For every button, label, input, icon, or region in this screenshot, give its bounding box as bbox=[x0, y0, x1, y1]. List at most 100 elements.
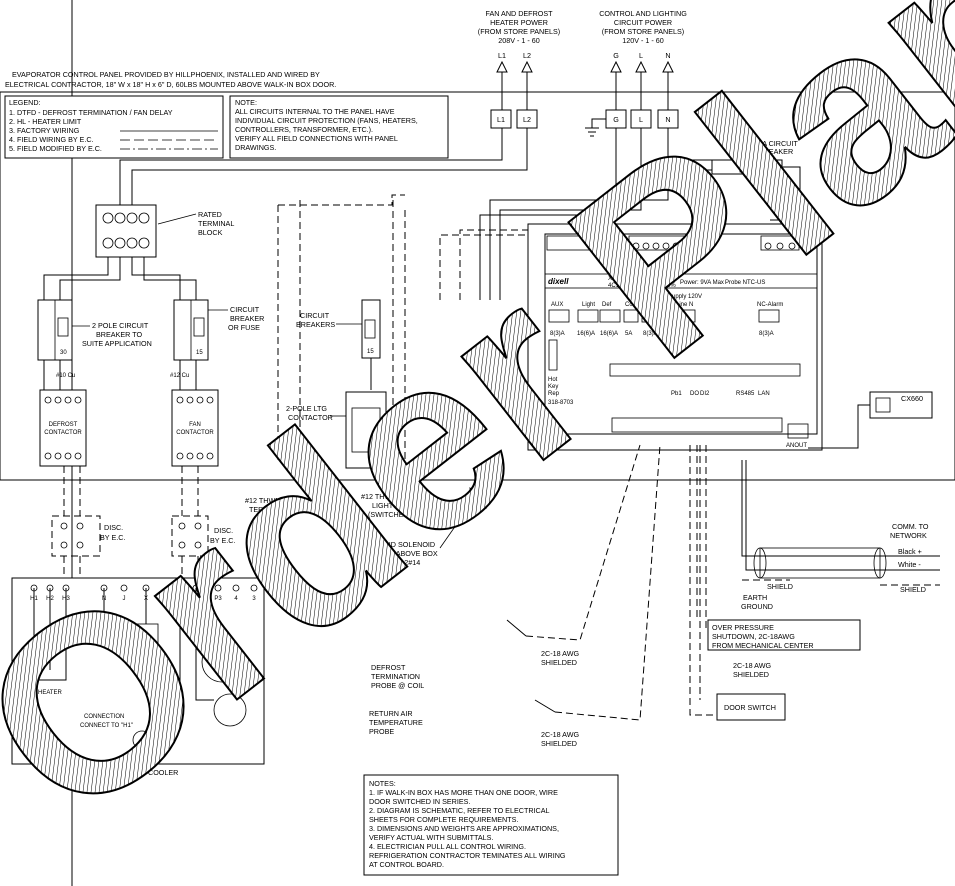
svg-text:VERIFY ALL FIELD CONNECTIONS W: VERIFY ALL FIELD CONNECTIONS WITH PANEL bbox=[235, 134, 398, 143]
svg-text:DOOR SWITCHED IN SERIES.: DOOR SWITCHED IN SERIES. bbox=[369, 797, 470, 806]
lighting-contactor: 2-POLE LTG CONTACTOR bbox=[286, 391, 387, 469]
svg-text:BREAKER: BREAKER bbox=[759, 147, 793, 156]
svg-text:2. HL - HEATER LIMIT: 2. HL - HEATER LIMIT bbox=[9, 117, 82, 126]
svg-text:4: 4 bbox=[234, 596, 238, 602]
over-pressure-box: OVER PRESSURE SHUTDOWN, 2C-18AWG FROM ME… bbox=[707, 619, 861, 651]
two-pole-breaker-right: 15 CIRCUIT BREAKER OR FUSE bbox=[173, 299, 264, 361]
svg-text:DEFROST: DEFROST bbox=[371, 663, 406, 672]
svg-text:N: N bbox=[665, 115, 670, 124]
svg-text:HEATER POWER: HEATER POWER bbox=[490, 18, 548, 27]
disconnect-left: DISC. BY E.C. bbox=[51, 515, 125, 557]
svg-text:FAN: FAN bbox=[221, 658, 233, 664]
svg-text:318-8703: 318-8703 bbox=[548, 400, 574, 406]
svg-text:FAN AND DEFROST: FAN AND DEFROST bbox=[485, 9, 553, 18]
svg-text:2C-18 AWG: 2C-18 AWG bbox=[541, 730, 579, 739]
svg-text:OVER PRESSURE: OVER PRESSURE bbox=[712, 623, 774, 632]
svg-text:L: L bbox=[639, 51, 643, 60]
svg-text:Comp: Comp bbox=[625, 302, 642, 308]
svg-text:dixell: dixell bbox=[548, 277, 569, 286]
svg-text:8(3)A: 8(3)A bbox=[643, 331, 658, 337]
svg-text:16(6)A: 16(6)A bbox=[577, 331, 595, 337]
supply-terminals: L1 L2 G L N bbox=[496, 51, 674, 110]
svg-text:Def: Def bbox=[602, 302, 612, 308]
fan-contactor: FAN CONTACTOR bbox=[171, 389, 219, 467]
svg-text:CX660: CX660 bbox=[901, 394, 923, 403]
svg-text:SUITE APPLICATION: SUITE APPLICATION bbox=[82, 339, 152, 348]
solenoid-label: LIQUID SOLENOID VALVE ABOVE BOX 120 VAC,… bbox=[372, 486, 487, 567]
svg-text:TERMINAL: TERMINAL bbox=[198, 219, 234, 228]
svg-text:15: 15 bbox=[367, 349, 374, 355]
svg-text:NETWORK: NETWORK bbox=[890, 531, 927, 540]
door-switch: DOOR SWITCH bbox=[716, 693, 786, 721]
door-switch-awg: 2C-18 AWG SHIELDED bbox=[733, 661, 771, 679]
svg-text:SHIELD: SHIELD bbox=[900, 585, 926, 594]
svg-text:RS485: RS485 bbox=[736, 391, 755, 397]
svg-text:2. DIAGRAM IS SCHEMATIC, REFE: 2. DIAGRAM IS SCHEMATIC, REFER TO ELECTR… bbox=[369, 806, 550, 815]
svg-text:PROBE @ COIL: PROBE @ COIL bbox=[371, 681, 424, 690]
svg-text:CONTACTOR: CONTACTOR bbox=[44, 430, 82, 436]
control-lighting-supply-label: CONTROL AND LIGHTING CIRCUIT POWER (FROM… bbox=[599, 9, 687, 45]
svg-text:8(3)A: 8(3)A bbox=[550, 331, 565, 337]
svg-text:DO: DO bbox=[690, 391, 699, 397]
svg-text:Probe NTC-US: Probe NTC-US bbox=[725, 280, 765, 286]
svg-text:DOOR SWITCH: DOOR SWITCH bbox=[724, 703, 776, 712]
svg-text:DISC.: DISC. bbox=[104, 523, 123, 532]
fan-defrost-supply-label: FAN AND DEFROST HEATER POWER (FROM STORE… bbox=[478, 9, 560, 45]
svg-text:Key: Key bbox=[548, 384, 558, 390]
svg-text:8(3)A: 8(3)A bbox=[759, 331, 774, 337]
svg-text:Fan: Fan bbox=[643, 302, 653, 308]
svg-text:Power: 9VA Max: Power: 9VA Max bbox=[680, 280, 724, 286]
defrost-probe: DEFROST TERMINATION PROBE @ COIL 2C-18 A… bbox=[371, 444, 641, 690]
svg-text:White -: White - bbox=[898, 560, 921, 569]
svg-text:BREAKER: BREAKER bbox=[230, 314, 264, 323]
svg-text:Black +: Black + bbox=[898, 547, 922, 556]
svg-text:HEATER: HEATER bbox=[38, 690, 63, 696]
svg-text:Light: Light bbox=[582, 302, 595, 308]
svg-text:RETURN AIR: RETURN AIR bbox=[369, 709, 413, 718]
svg-text:2 POLE CIRCUIT: 2 POLE CIRCUIT bbox=[92, 321, 149, 330]
svg-text:G: G bbox=[613, 115, 619, 124]
svg-text:SHUTDOWN, 2C-18AWG: SHUTDOWN, 2C-18AWG bbox=[712, 632, 795, 641]
svg-text:4. FIELD WIRING BY E.C.: 4. FIELD WIRING BY E.C. bbox=[9, 135, 94, 144]
evaporator-coil-box: H1 H2 H3 N J X F1 F2 P3 4 3 DTFD FAN MOT… bbox=[11, 577, 265, 777]
svg-text:CONTROL AND LIGHTING: CONTROL AND LIGHTING bbox=[599, 9, 687, 18]
svg-text:LIQUID SOLENOID: LIQUID SOLENOID bbox=[372, 540, 435, 549]
svg-text:LEGEND:: LEGEND: bbox=[9, 98, 41, 107]
disconnect-right: DISC. BY E.C. bbox=[171, 515, 235, 557]
svg-text:FAN: FAN bbox=[189, 422, 201, 428]
svg-text:L2: L2 bbox=[523, 115, 531, 124]
svg-text:AUX: AUX bbox=[551, 302, 563, 308]
svg-text:Line N: Line N bbox=[676, 302, 693, 308]
svg-text:COMM. TO: COMM. TO bbox=[892, 522, 929, 531]
wire-size-left: #10 Cu bbox=[56, 373, 75, 379]
svg-text:CONTROLLERS, TRANSFORMER, ETC.: CONTROLLERS, TRANSFORMER, ETC.). bbox=[235, 125, 373, 134]
svg-text:2C-18 AWG: 2C-18 AWG bbox=[541, 649, 579, 658]
svg-text:2C-18 AWG: 2C-18 AWG bbox=[733, 661, 771, 670]
svg-text:(FROM STORE PANELS): (FROM STORE PANELS) bbox=[478, 27, 560, 36]
svg-text:BY E.C.: BY E.C. bbox=[100, 533, 125, 542]
svg-text:SHIELD: SHIELD bbox=[767, 582, 793, 591]
svg-text:LIGHTS: LIGHTS bbox=[372, 501, 398, 510]
svg-text:INDIVIDUAL CIRCUIT PROTECTION: INDIVIDUAL CIRCUIT PROTECTION (FANS, HEA… bbox=[235, 116, 418, 125]
svg-text:SHIELDED: SHIELDED bbox=[733, 670, 769, 679]
svg-text:(FROM STORE PANELS): (FROM STORE PANELS) bbox=[602, 27, 684, 36]
svg-text:4. ELECTRICIAN PULL ALL CONTR: 4. ELECTRICIAN PULL ALL CONTROL WIRING. bbox=[369, 842, 526, 851]
svg-text:Supply 120V: Supply 120V bbox=[668, 294, 702, 300]
svg-text:ELECTRICAL CONTRACTOR, 18" W x: ELECTRICAL CONTRACTOR, 18" W x 18" H x 6… bbox=[5, 80, 336, 89]
svg-text:FROM MECHANICAL CENTER: FROM MECHANICAL CENTER bbox=[712, 641, 814, 650]
svg-text:RATED: RATED bbox=[198, 210, 222, 219]
svg-text:PROBE: PROBE bbox=[369, 727, 394, 736]
controller-xm670k: dixell XM670K 4C1F2-B T: 32-140F RH: 20-… bbox=[527, 223, 823, 451]
svg-text:NOTE:: NOTE: bbox=[235, 98, 257, 107]
field-terminals: L1 L2 G L N bbox=[490, 109, 679, 137]
svg-text:DRAWINGS.: DRAWINGS. bbox=[235, 143, 276, 152]
svg-text:SHIELDED: SHIELDED bbox=[541, 739, 577, 748]
control-panel-enclosure bbox=[0, 91, 955, 481]
svg-text:N: N bbox=[665, 51, 670, 60]
svg-text:BREAKER TO: BREAKER TO bbox=[96, 330, 142, 339]
svg-text:3. FACTORY WIRING: 3. FACTORY WIRING bbox=[9, 126, 80, 135]
svg-text:BREAKERS: BREAKERS bbox=[296, 320, 335, 329]
svg-text:#12 THWN Cu TO: #12 THWN Cu TO bbox=[245, 496, 304, 505]
svg-text:CONTACTOR: CONTACTOR bbox=[176, 430, 214, 436]
